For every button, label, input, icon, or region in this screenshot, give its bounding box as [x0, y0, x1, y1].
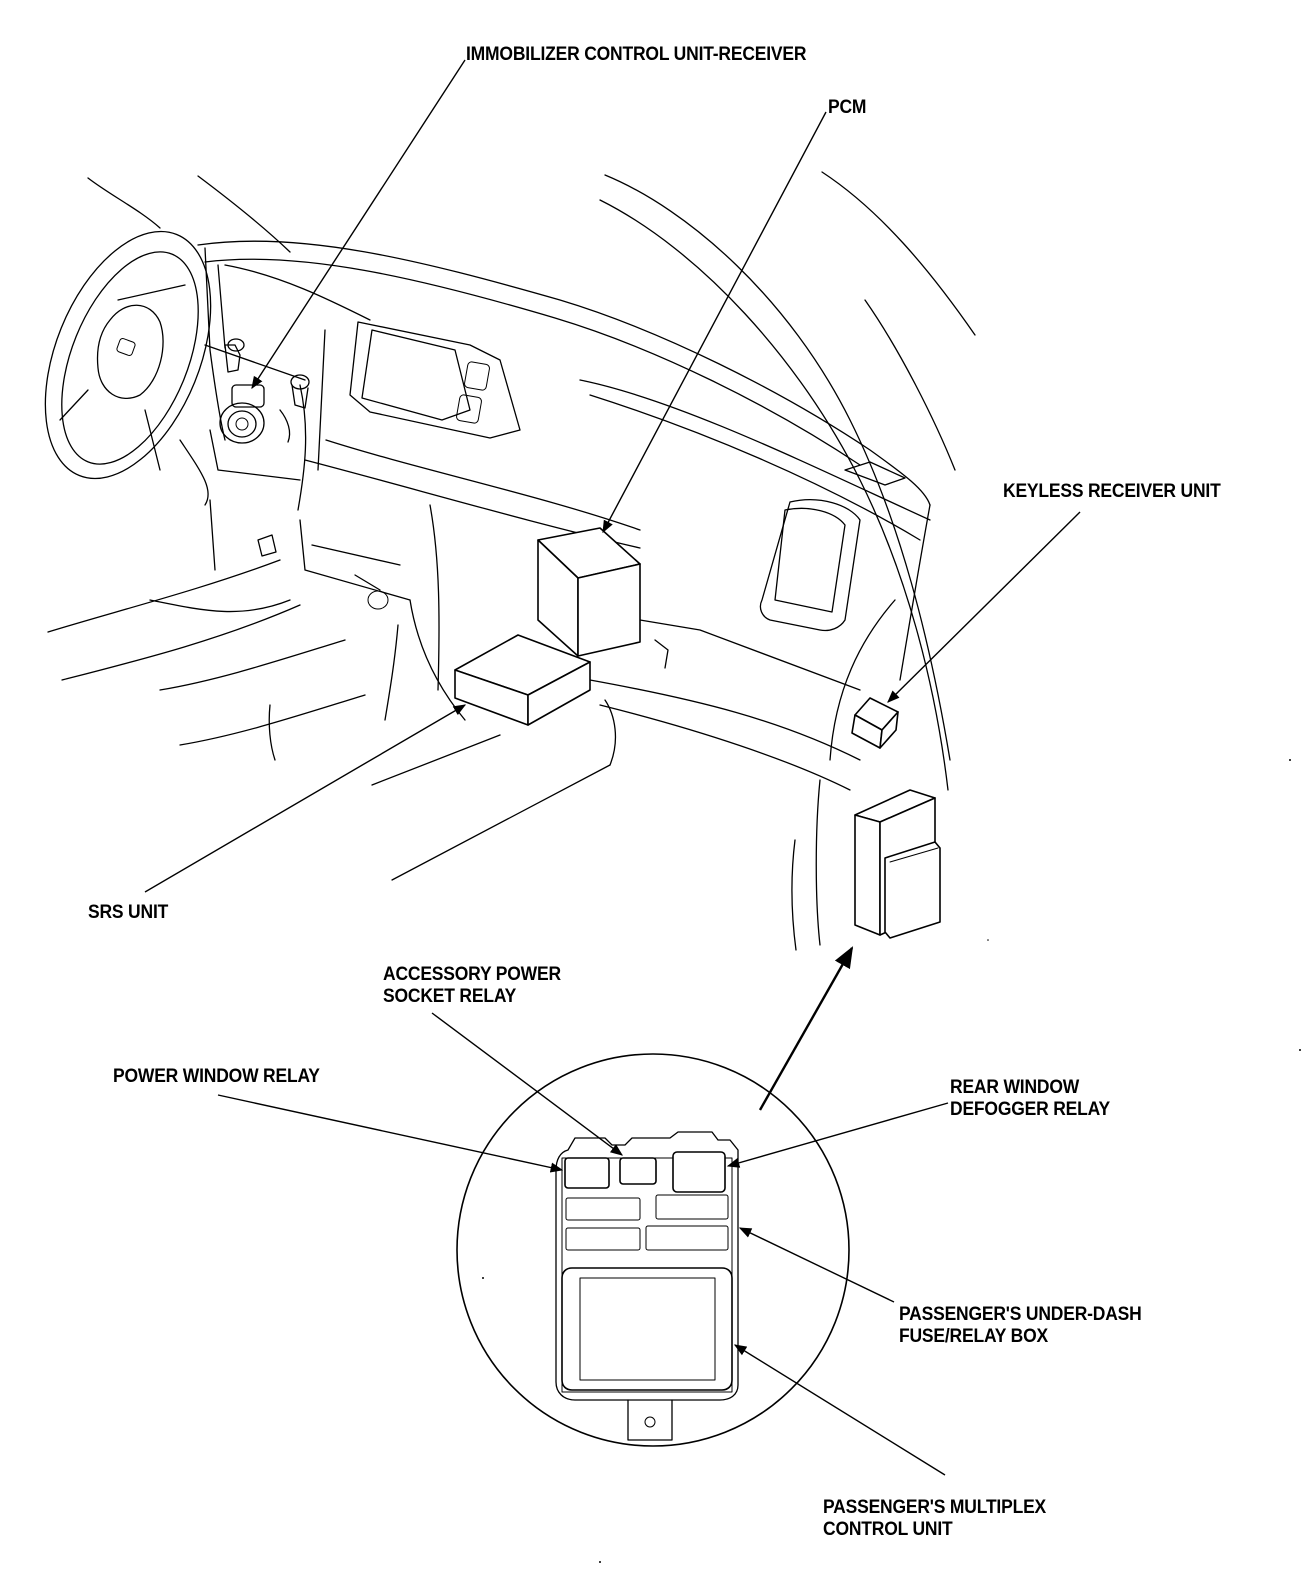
leader-keyless — [887, 511, 1081, 703]
label-power-window-text: POWER WINDOW RELAY — [113, 1066, 320, 1087]
label-passengers-under-dash-fuse-relay-box: PASSENGER'S UNDER-DASH FUSE/RELAY BOX — [899, 1304, 1142, 1348]
label-multiplex-line1: PASSENGER'S MULTIPLEX — [823, 1497, 1047, 1518]
pcm-module — [537, 527, 641, 657]
srs-unit-module — [454, 634, 591, 726]
leader-multiplex — [733, 1344, 946, 1476]
label-srs-unit: SRS UNIT — [88, 902, 168, 924]
magnified-detail-circle — [456, 1053, 850, 1447]
leader-rear-defogger — [726, 1102, 949, 1168]
label-rear-window-defogger-relay: REAR WINDOW DEFOGGER RELAY — [950, 1077, 1110, 1121]
steering-wheel — [44, 230, 212, 506]
label-keyless-text: KEYLESS RECEIVER UNIT — [1003, 481, 1221, 502]
label-power-window-relay: POWER WINDOW RELAY — [113, 1066, 320, 1088]
scan-specks — [482, 759, 1301, 1563]
accessory-power-socket-relay — [619, 1157, 657, 1185]
label-accessory-line1: ACCESSORY POWER — [383, 964, 561, 985]
dashboard-body — [47, 240, 931, 951]
label-pcm: PCM — [828, 97, 866, 119]
ignition-switch-assembly — [209, 338, 310, 481]
leader-fuse-box — [738, 1227, 895, 1303]
under-dash-fuse-box-small — [854, 789, 941, 939]
label-accessory-power-socket-relay: ACCESSORY POWER SOCKET RELAY — [383, 964, 561, 1008]
leader-pcm — [602, 111, 827, 534]
rear-window-defogger-relay — [672, 1151, 726, 1193]
leader-circle-to-box — [758, 946, 854, 1111]
label-rear-defogger-line2: DEFOGGER RELAY — [950, 1099, 1110, 1120]
label-rear-defogger-line1: REAR WINDOW — [950, 1077, 1080, 1098]
label-keyless-receiver-unit: KEYLESS RECEIVER UNIT — [1003, 481, 1221, 503]
keyless-receiver-module — [851, 697, 899, 749]
windshield-outline — [87, 171, 976, 791]
label-immobilizer-control-unit-receiver: IMMOBILIZER CONTROL UNIT-RECEIVER — [466, 44, 806, 66]
multiplex-control-unit — [561, 1267, 733, 1391]
label-srs-text: SRS UNIT — [88, 902, 169, 923]
power-window-relay — [564, 1157, 610, 1189]
label-multiplex-line2: CONTROL UNIT — [823, 1519, 953, 1540]
label-passengers-multiplex-control-unit: PASSENGER'S MULTIPLEX CONTROL UNIT — [823, 1497, 1046, 1541]
leader-accessory — [431, 1012, 624, 1156]
label-pcm-text: PCM — [828, 97, 867, 118]
leader-power-window — [217, 1094, 564, 1173]
label-accessory-line2: SOCKET RELAY — [383, 986, 517, 1007]
leader-lines — [144, 59, 1081, 1476]
label-fuse-box-line2: FUSE/RELAY BOX — [899, 1326, 1048, 1347]
label-immobilizer-text: IMMOBILIZER CONTROL UNIT-RECEIVER — [466, 44, 807, 65]
label-fuse-box-line1: PASSENGER'S UNDER-DASH — [899, 1304, 1142, 1325]
leader-immobilizer — [251, 59, 466, 390]
leader-srs — [144, 704, 467, 893]
